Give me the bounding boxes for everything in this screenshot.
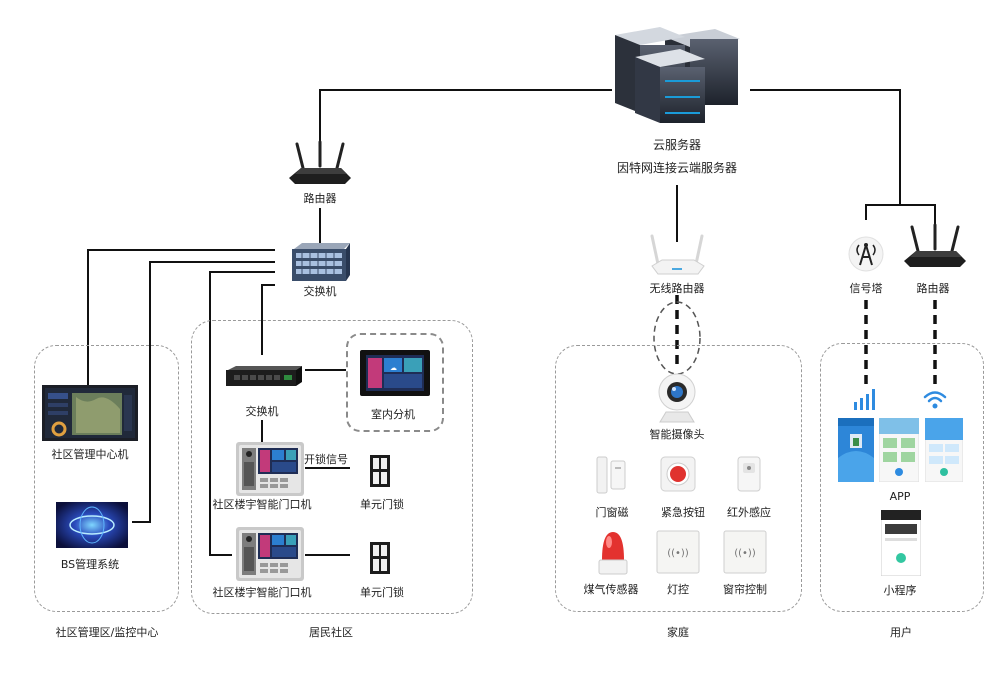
- left-router-label: 路由器: [303, 192, 337, 205]
- router-icon: [289, 140, 351, 184]
- line-switch-to-subswitch: [261, 284, 275, 355]
- gas-sensor-icon: [598, 532, 628, 575]
- door-lock-icon: [370, 542, 390, 574]
- center-machine-label: 社区管理中心机: [51, 448, 129, 461]
- curtain-control-panel-icon: ((•)): [723, 530, 767, 574]
- zone-user-label: 用户: [890, 626, 912, 639]
- svg-text:☁: ☁: [390, 364, 397, 372]
- app-screen-icon: [879, 418, 919, 482]
- cloud-title: 云服务器: [652, 138, 702, 152]
- door-lock-icon: [370, 455, 390, 487]
- zone-management: [34, 345, 179, 612]
- zone-residential: [191, 320, 473, 614]
- door-lock-2-label: 单元门锁: [360, 586, 404, 599]
- light-control-panel-icon: ((•)): [656, 530, 700, 574]
- app-screen-icon: [925, 418, 963, 482]
- sub-switch-label: 交换机: [245, 405, 279, 418]
- zone-home: [555, 345, 802, 612]
- door-machine-icon: [236, 442, 304, 496]
- emergency-button-icon: [660, 456, 696, 492]
- line-cloud-to-router: [319, 89, 612, 148]
- app-label: APP: [889, 490, 911, 503]
- wifi-signal-icon: [923, 391, 947, 409]
- bs-system-label: BS管理系统: [60, 558, 120, 571]
- door-machine-2-label: 社区楼宇智能门口机: [212, 586, 312, 599]
- line-switch-to-bs: [132, 261, 275, 523]
- door-lock-1-label: 单元门锁: [360, 498, 404, 511]
- home-device-label: 窗帘控制: [723, 583, 767, 596]
- bs-system-screen-icon: [56, 502, 128, 548]
- tower-label: 信号塔: [849, 282, 883, 295]
- camera-icon: [658, 373, 696, 423]
- signal-tower-icon: [848, 236, 884, 272]
- line-cloud-to-user: [750, 89, 901, 205]
- door-machine-1-label: 社区楼宇智能门口机: [212, 498, 312, 511]
- zone-residential-label: 居民社区: [309, 626, 353, 639]
- svg-text:((•)): ((•)): [734, 548, 756, 559]
- zone-indoor-unit: [346, 333, 444, 432]
- home-device-label: 灯控: [667, 583, 689, 596]
- zone-home-label: 家庭: [667, 626, 689, 639]
- home-device-label: 紧急按钮: [661, 506, 705, 519]
- wifi-link-ellipse: [653, 301, 701, 375]
- unlock-signal-label: 开锁信号: [304, 453, 348, 466]
- wifi-router-label: 无线路由器: [649, 282, 705, 295]
- indoor-unit-icon: ☁: [360, 350, 430, 396]
- main-switch-icon: [292, 243, 350, 281]
- right-router-label: 路由器: [916, 282, 950, 295]
- cloud-subtitle: 因特网连接云端服务器: [616, 161, 738, 175]
- zone-user: [820, 343, 984, 612]
- sub-switch-icon: [226, 366, 302, 386]
- line-switch-to-center: [87, 249, 275, 385]
- wifi-router-icon: [650, 234, 705, 275]
- router-icon: [904, 223, 966, 267]
- mini-program-label: 小程序: [883, 584, 917, 597]
- signal-bars-icon: [854, 389, 875, 410]
- home-device-label: 煤气传感器: [583, 583, 639, 596]
- home-device-label: 门窗磁: [595, 506, 629, 519]
- cloud-server-icon: [615, 27, 740, 123]
- mini-program-screen-icon: [881, 510, 921, 576]
- line-user-branch: [865, 204, 936, 228]
- indoor-unit-label: 室内分机: [371, 408, 415, 421]
- center-machine-monitor-icon: [42, 385, 138, 441]
- app-screen-icon: [838, 418, 874, 482]
- home-device-label: 红外感应: [727, 506, 771, 519]
- door-machine-icon: [236, 527, 304, 581]
- window-sensor-icon: [596, 456, 626, 494]
- zone-management-label: 社区管理区/监控中心: [55, 626, 159, 639]
- camera-label: 智能摄像头: [649, 428, 705, 441]
- main-switch-label: 交换机: [303, 285, 337, 298]
- svg-text:((•)): ((•)): [667, 548, 689, 559]
- infrared-sensor-icon: [737, 456, 761, 492]
- line-switch-to-door2: [209, 271, 275, 556]
